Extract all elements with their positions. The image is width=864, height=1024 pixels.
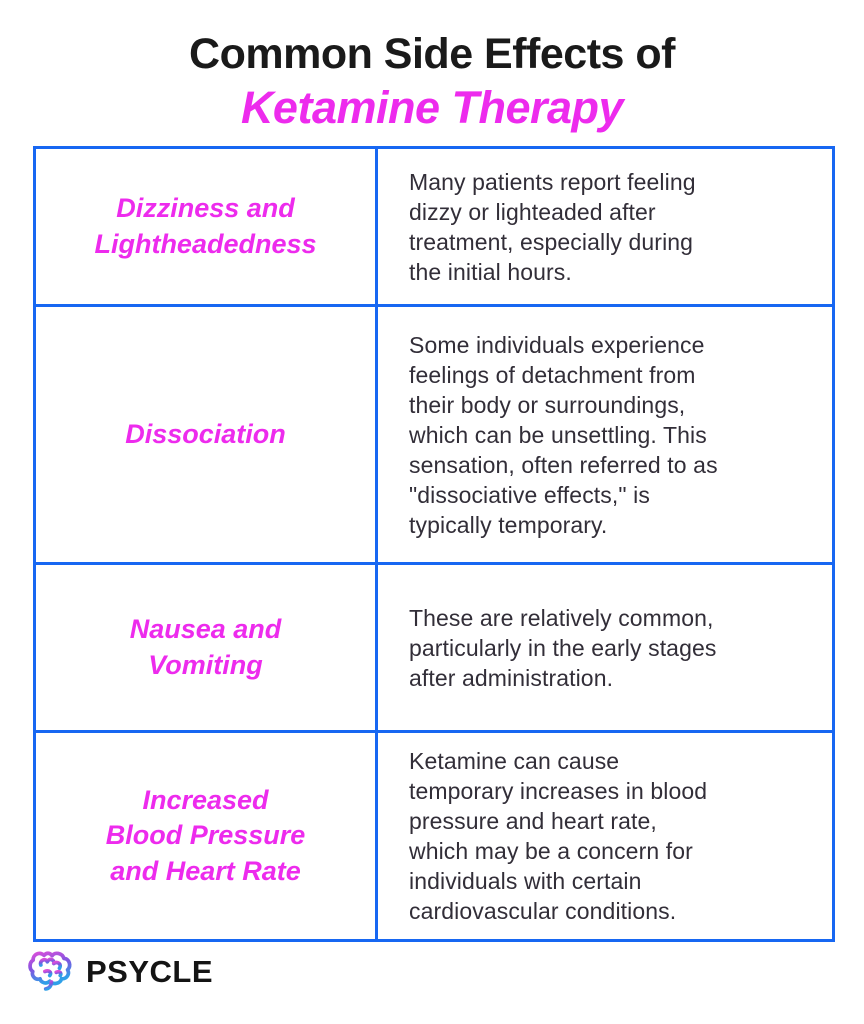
table-row-2-title-cell: Dissociation (36, 307, 378, 565)
side-effect-title: Dizziness and Lightheadedness (94, 193, 317, 259)
brain-icon (27, 948, 79, 995)
page-title-line1: Common Side Effects of (189, 30, 675, 78)
table-row-4-title-cell: Increased Blood Pressure and Heart Rate (36, 733, 378, 939)
side-effect-description: Ketamine can cause temporary increases i… (409, 748, 708, 924)
side-effect-title: Increased Blood Pressure and Heart Rate (105, 785, 306, 886)
brand-name: PSYCLE (86, 953, 214, 989)
table-row-3-desc-cell: These are relatively common, particularl… (378, 565, 832, 733)
side-effect-description: Many patients report feeling dizzy or li… (409, 168, 696, 285)
page-title: Common Side Effects of Ketamine Therapy (0, 30, 864, 133)
side-effect-description: These are relatively common, particularl… (409, 604, 717, 691)
side-effect-title: Dissociation (125, 418, 286, 449)
page-title-line2: Ketamine Therapy (240, 82, 624, 134)
side-effect-title: Nausea and Vomiting (129, 614, 282, 680)
table-row-1-title-cell: Dizziness and Lightheadedness (36, 149, 378, 307)
side-effect-description: Some individuals experience feelings of … (409, 331, 718, 538)
brand-logo: PSYCLE (27, 948, 213, 995)
side-effects-table: Dizziness and Lightheadedness Many patie… (33, 146, 835, 942)
table-row-3-title-cell: Nausea and Vomiting (36, 565, 378, 733)
table-row-4-desc-cell: Ketamine can cause temporary increases i… (378, 733, 832, 939)
table-row-2-desc-cell: Some individuals experience feelings of … (378, 307, 832, 565)
table-row-1-desc-cell: Many patients report feeling dizzy or li… (378, 149, 832, 307)
